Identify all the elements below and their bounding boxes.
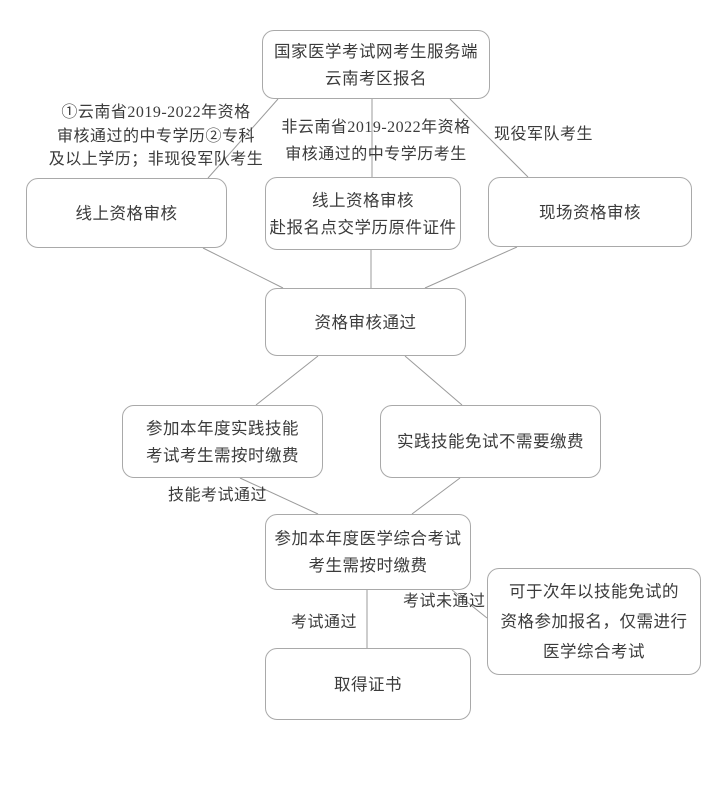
edge-label-line: 考试未通过	[403, 593, 486, 610]
node-retry-line: 医学综合考试	[543, 641, 645, 661]
node-online-review-submit-line: 线上资格审核	[312, 190, 414, 210]
node-online-review-submit-line: 赴报名点交学历原件证件	[269, 217, 457, 237]
edge-label-left-branch: ①云南省2019-2022年资格 审核通过的中专学历②专科 及以上学历；非现役军…	[44, 101, 268, 172]
node-retry-line: 可于次年以技能免试的	[509, 581, 679, 601]
node-certificate: 取得证书	[265, 648, 471, 720]
node-certificate-line: 取得证书	[334, 674, 402, 694]
edge-label-exam-pass: 考试通过	[291, 611, 361, 635]
node-start-line: 国家医学考试网考生服务端	[274, 41, 478, 61]
edge-label-line: ①云南省2019-2022年资格	[61, 104, 251, 121]
edge-skill-exam-to-medical-exam	[239, 477, 319, 515]
node-online-review-line: 线上资格审核	[75, 203, 178, 223]
edge-label-line: 非云南省2019-2022年资格	[281, 119, 471, 136]
edge-label-right-branch: 现役军队考生	[494, 123, 604, 147]
edge-start-to-online-review	[207, 98, 279, 179]
node-skill-exam-line: 参加本年度实践技能	[146, 418, 299, 438]
edge-online-review-to-review-passed	[202, 247, 284, 289]
edge-start-to-onsite-review	[449, 98, 529, 178]
edge-label-exam-fail: 考试未通过	[403, 590, 489, 614]
edge-label-line: 及以上学历；非现役军队考生	[48, 151, 264, 168]
node-medical-exam: 参加本年度医学综合考试 考生需按时缴费	[265, 514, 471, 590]
edge-review-passed-to-skill-exempt	[404, 355, 463, 406]
node-start-line: 云南考区报名	[325, 68, 427, 88]
node-online-review-submit: 线上资格审核 赴报名点交学历原件证件	[265, 177, 461, 250]
node-review-passed-line: 资格审核通过	[314, 312, 417, 332]
edge-label-line: 现役军队考生	[494, 126, 594, 143]
node-onsite-review: 现场资格审核	[488, 177, 692, 247]
node-retry-next-year: 可于次年以技能免试的 资格参加报名，仅需进行 医学综合考试	[487, 568, 701, 675]
node-skill-exempt-line: 实践技能免试不需要缴费	[397, 432, 584, 451]
node-medical-exam-line: 参加本年度医学综合考试	[274, 529, 462, 548]
node-retry-line: 资格参加报名，仅需进行	[500, 611, 688, 631]
node-medical-exam-line: 考生需按时缴费	[308, 556, 428, 575]
node-skill-exam-line: 考试考生需按时缴费	[146, 445, 299, 465]
node-online-review: 线上资格审核	[26, 178, 227, 248]
node-review-passed: 资格审核通过	[265, 288, 466, 356]
edge-label-line: 考试通过	[291, 614, 358, 631]
edge-label-skill-pass: 技能考试通过	[168, 484, 270, 508]
edge-label-mid-branch: 非云南省2019-2022年资格 审核通过的中专学历考生	[281, 114, 471, 168]
edge-review-passed-to-skill-exam	[255, 355, 319, 406]
node-onsite-review-line: 现场资格审核	[539, 202, 641, 222]
edge-medical-exam-to-retry	[451, 589, 488, 619]
node-skill-exam: 参加本年度实践技能 考试考生需按时缴费	[122, 405, 323, 478]
node-start: 国家医学考试网考生服务端 云南考区报名	[262, 30, 490, 99]
node-skill-exempt: 实践技能免试不需要缴费	[380, 405, 601, 478]
edge-label-line: 技能考试通过	[168, 487, 268, 504]
edge-label-line: 审核通过的中专学历②专科	[56, 127, 255, 145]
edge-onsite-review-to-review-passed	[424, 246, 518, 289]
edge-label-line: 审核通过的中专学历考生	[285, 146, 467, 163]
edge-skill-exempt-to-medical-exam	[411, 477, 461, 515]
